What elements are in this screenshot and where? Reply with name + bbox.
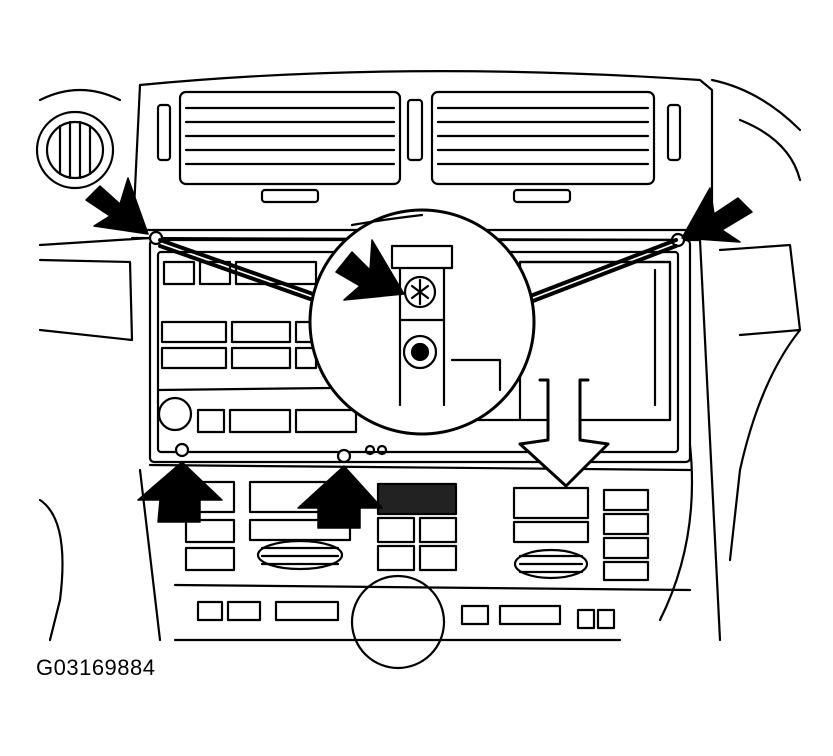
center-vent-left <box>178 90 402 204</box>
figure-id-label: G03169884 <box>36 655 156 680</box>
torx-screw-icon <box>403 275 437 309</box>
magnified-detail-circle <box>308 208 536 436</box>
left-round-vent <box>35 110 115 190</box>
trim-panel <box>148 238 692 464</box>
solid-arrow-icon-top-left <box>85 177 149 235</box>
outline-down-arrow-icon <box>518 378 610 488</box>
lower-console <box>148 463 692 670</box>
solid-arrow-icon-top-right <box>681 187 753 243</box>
center-vent-divider <box>406 98 424 162</box>
leader-lines <box>158 238 678 308</box>
left-vent-tab <box>156 103 172 162</box>
callout-arrows <box>85 177 753 529</box>
solid-arrow-icon-bottom-left <box>137 461 223 523</box>
solid-arrow-icon-bottom-center <box>297 465 383 529</box>
center-vent-right <box>430 90 656 204</box>
panel-screw-points <box>148 230 686 464</box>
solid-arrow-icon-detail <box>335 239 405 301</box>
fastener-icon <box>402 334 438 370</box>
right-vent-tab <box>666 103 682 162</box>
